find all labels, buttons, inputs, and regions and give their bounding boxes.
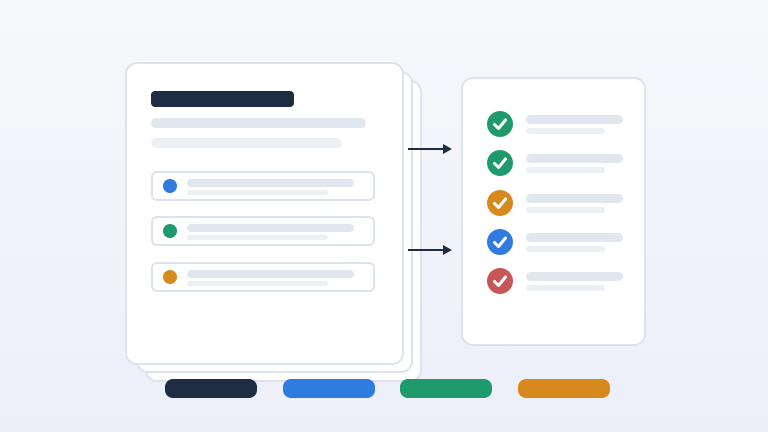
- arrow-right-icon: [408, 245, 452, 255]
- legend-pill-navy: [165, 379, 257, 398]
- status-dot-icon: [163, 270, 177, 284]
- document-title-placeholder: [151, 91, 294, 107]
- checklist-item-line: [526, 233, 623, 242]
- status-dot-icon: [163, 179, 177, 193]
- checklist-item-line: [526, 272, 623, 281]
- legend-pill-blue: [283, 379, 375, 398]
- legend-pill-orange: [518, 379, 610, 398]
- checklist-item-subline: [526, 167, 605, 173]
- check-circle-icon: [487, 190, 513, 216]
- list-item-line: [187, 270, 354, 278]
- checklist-item-subline: [526, 246, 605, 252]
- list-item-subline: [187, 235, 328, 240]
- check-circle-icon: [487, 229, 513, 255]
- document-text-line: [151, 138, 342, 148]
- checklist-item-subline: [526, 285, 605, 291]
- document-list-item: [151, 171, 375, 201]
- arrow-right-icon: [408, 144, 452, 154]
- document-list-item: [151, 216, 375, 246]
- check-circle-icon: [487, 111, 513, 137]
- document-text-line: [151, 118, 366, 128]
- list-item-subline: [187, 190, 328, 195]
- checklist-item-line: [526, 194, 623, 203]
- checklist-item-subline: [526, 128, 605, 134]
- check-circle-icon: [487, 150, 513, 176]
- checklist-item-line: [526, 115, 623, 124]
- list-item-line: [187, 224, 354, 232]
- result-checklist-card: [461, 77, 646, 346]
- list-item-subline: [187, 281, 328, 286]
- document-list-item: [151, 262, 375, 292]
- list-item-line: [187, 179, 354, 187]
- check-circle-icon: [487, 268, 513, 294]
- legend-pill-green: [400, 379, 492, 398]
- checklist-item-subline: [526, 207, 605, 213]
- checklist-item-line: [526, 154, 623, 163]
- status-dot-icon: [163, 224, 177, 238]
- source-document-card: [125, 62, 404, 365]
